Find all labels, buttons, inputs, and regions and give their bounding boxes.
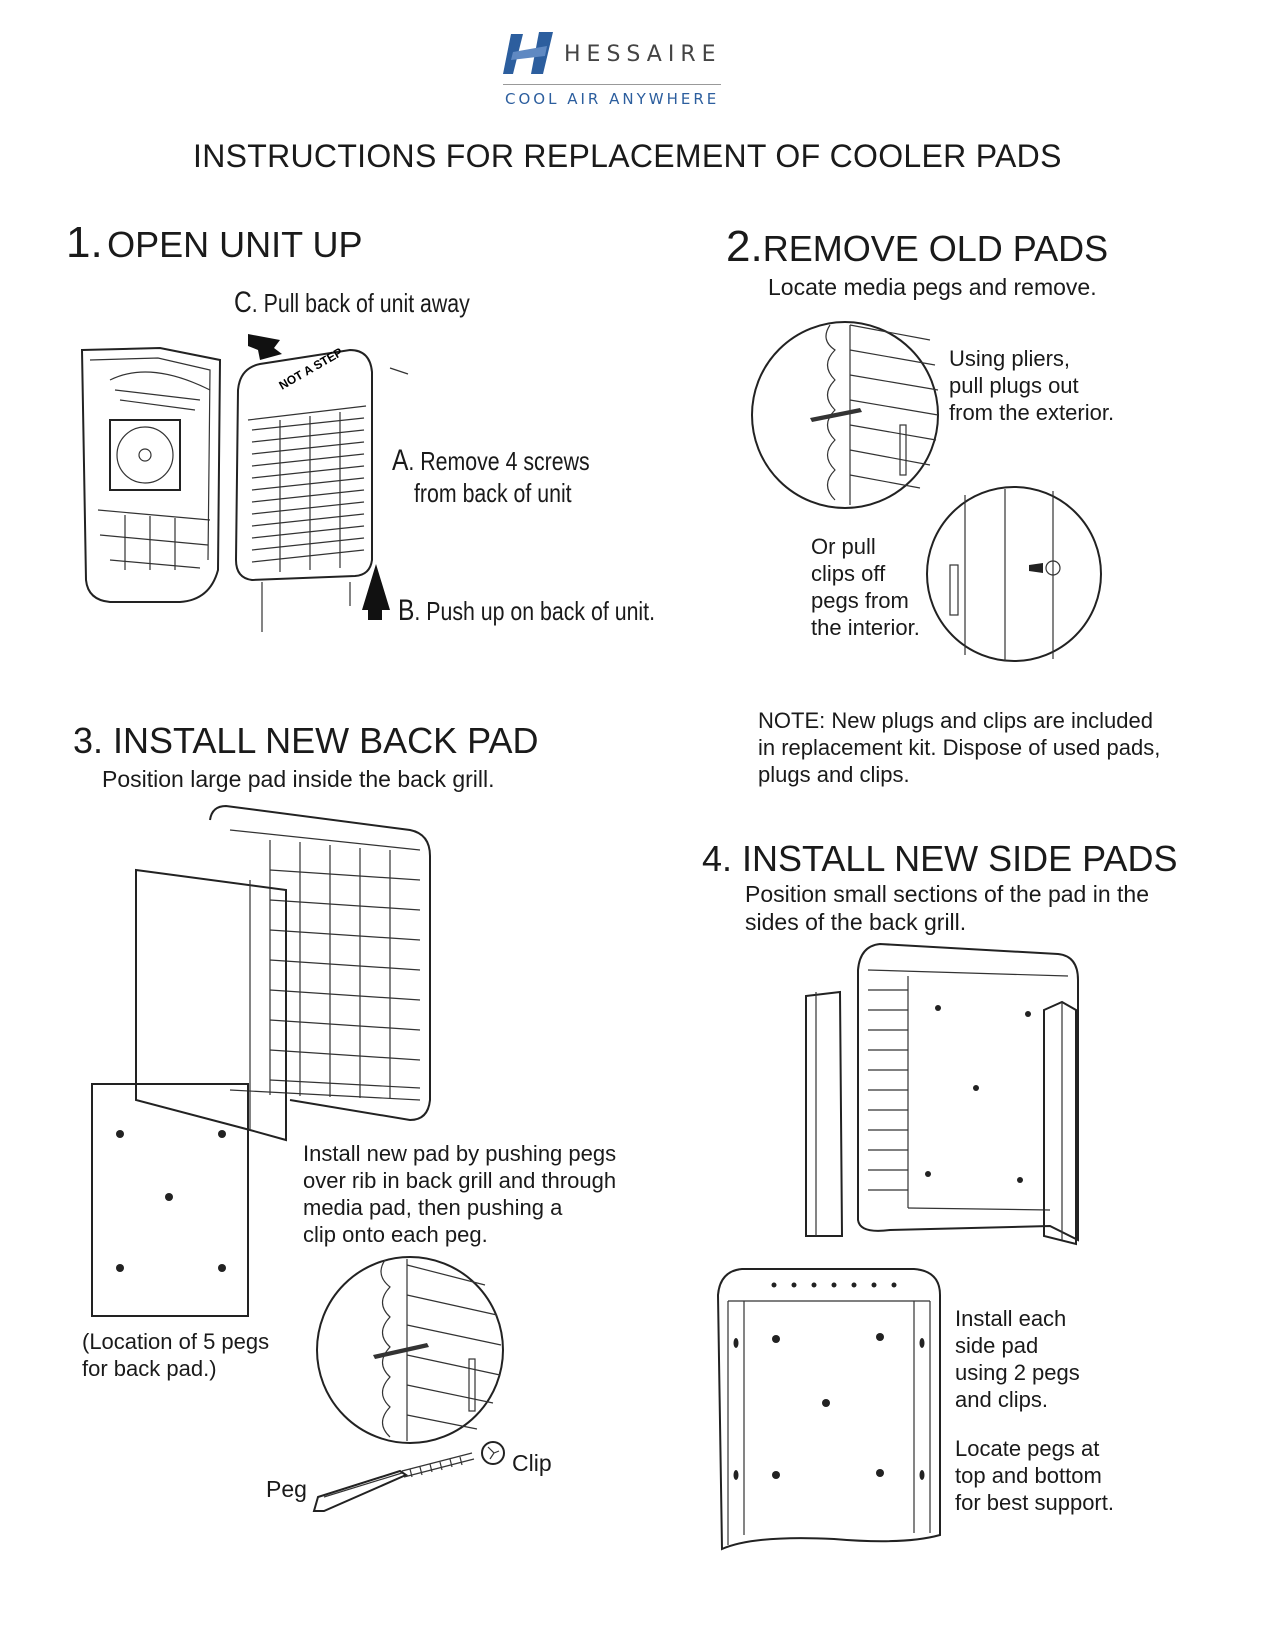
note-line-1: NOTE: New plugs and clips are included bbox=[758, 708, 1153, 733]
logo-tagline: COOL AIR ANYWHERE bbox=[505, 90, 720, 108]
step4-subtitle: Position small sections of the pad in th… bbox=[745, 880, 1149, 936]
note-line-3: plugs and clips. bbox=[758, 762, 910, 787]
install-line-4: clip onto each peg. bbox=[303, 1222, 488, 1247]
clip-detail-circle bbox=[926, 486, 1102, 662]
peg-detail-circle bbox=[316, 1256, 504, 1444]
install-line-3: media pad, then pushing a bbox=[303, 1195, 563, 1220]
step4-locate-line-2: top and bottom bbox=[955, 1463, 1102, 1488]
step4-sub-line-2: sides of the back grill. bbox=[745, 909, 967, 935]
back-grill-with-pad-illustration bbox=[91, 804, 431, 1317]
step1-heading: 1. OPEN UNIT UP bbox=[66, 218, 363, 268]
page-title: INSTRUCTIONS FOR REPLACEMENT OF COOLER P… bbox=[193, 138, 1062, 174]
step4-sub-line-1: Position small sections of the pad in th… bbox=[745, 881, 1150, 907]
step1-c-letter: C bbox=[234, 286, 252, 319]
grill-with-side-pads-installed-illustration bbox=[716, 1268, 941, 1551]
note-line-2: in replacement kit. Dispose of used pads… bbox=[758, 735, 1161, 760]
step4-locate-text: Locate pegs at top and bottom for best s… bbox=[955, 1435, 1114, 1516]
step2-number: 2. bbox=[726, 222, 763, 271]
clips-line-2: clips off bbox=[811, 561, 886, 586]
step3-subtitle: Position large pad inside the back grill… bbox=[102, 766, 495, 792]
step4-heading: 4. INSTALL NEW SIDE PADS bbox=[702, 838, 1178, 879]
step4-install-line-2: side pad bbox=[955, 1333, 1039, 1358]
step2-heading: 2.REMOVE OLD PADS bbox=[726, 222, 1108, 272]
clips-line-1: Or pull bbox=[811, 534, 876, 559]
step2-clips-text: Or pull clips off pegs from the interior… bbox=[811, 533, 920, 641]
step1-title: OPEN UNIT UP bbox=[107, 224, 363, 265]
step1-b-letter: B bbox=[398, 594, 415, 627]
install-line-2: over rib in back grill and through bbox=[303, 1168, 617, 1193]
step1-a-text-1: . Remove 4 screws bbox=[408, 446, 590, 476]
location-line-2: for back pad.) bbox=[82, 1356, 217, 1381]
step4-install-line-4: and clips. bbox=[955, 1387, 1048, 1412]
step3-location-text: (Location of 5 pegs for back pad.) bbox=[82, 1328, 269, 1382]
peg-and-clip-parts-illustration bbox=[312, 1441, 505, 1512]
step1-c-label: C. Pull back of unit away bbox=[234, 286, 470, 320]
step1-a-letter: A bbox=[392, 444, 409, 477]
clips-line-3: pegs from bbox=[811, 588, 909, 613]
logo-divider bbox=[503, 84, 721, 85]
step3-heading: 3. INSTALL NEW BACK PAD bbox=[73, 720, 539, 761]
hessaire-logo-mark-icon bbox=[503, 32, 553, 74]
step2-title: REMOVE OLD PADS bbox=[762, 228, 1109, 269]
pliers-line-1: Using pliers, bbox=[949, 346, 1071, 371]
step4-install-line-1: Install each bbox=[955, 1306, 1067, 1331]
cooler-unit-open-illustration: NOT A STEP bbox=[80, 334, 409, 632]
step1-c-text: . Pull back of unit away bbox=[251, 288, 470, 318]
step4-install-text: Install each side pad using 2 pegs and c… bbox=[955, 1305, 1080, 1413]
step4-install-line-3: using 2 pegs bbox=[955, 1360, 1080, 1385]
step1-b-text: . Push up on back of unit. bbox=[414, 596, 656, 626]
logo-brand: HESSAIRE bbox=[564, 42, 722, 67]
pliers-line-2: pull plugs out bbox=[949, 373, 1079, 398]
step1-b-label: B. Push up on back of unit. bbox=[398, 594, 655, 628]
install-line-1: Install new pad by pushing pegs bbox=[303, 1141, 617, 1166]
step3-install-text: Install new pad by pushing pegs over rib… bbox=[303, 1140, 616, 1248]
step1-a-text-2: from back of unit bbox=[414, 478, 572, 508]
step1-a-label: A. Remove 4 screws bbox=[392, 444, 590, 478]
not-a-step-sticker: NOT A STEP bbox=[277, 345, 346, 393]
step2-subtitle: Locate media pegs and remove. bbox=[768, 274, 1097, 300]
location-line-1: (Location of 5 pegs bbox=[82, 1329, 270, 1354]
pliers-line-3: from the exterior. bbox=[949, 400, 1115, 425]
side-pads-grill-illustration bbox=[805, 942, 1079, 1246]
step1-number: 1. bbox=[66, 218, 103, 267]
peg-label: Peg bbox=[266, 1476, 307, 1502]
step2-pliers-text: Using pliers, pull plugs out from the ex… bbox=[949, 345, 1114, 426]
pliers-detail-circle bbox=[751, 321, 939, 509]
step2-note: NOTE: New plugs and clips are included i… bbox=[758, 707, 1160, 788]
clips-line-4: the interior. bbox=[811, 615, 920, 640]
clip-label: Clip bbox=[512, 1450, 552, 1476]
step4-locate-line-3: for best support. bbox=[955, 1490, 1114, 1515]
step4-locate-line-1: Locate pegs at bbox=[955, 1436, 1100, 1461]
